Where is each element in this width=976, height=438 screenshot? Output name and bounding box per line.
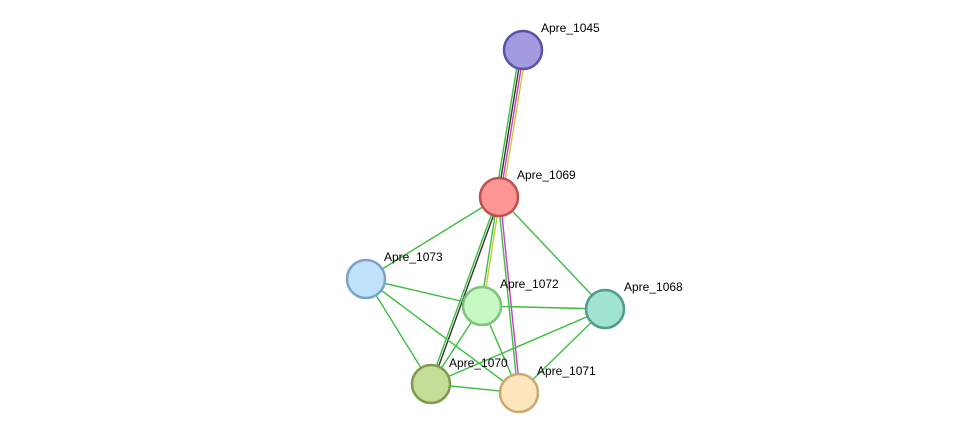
edge-apre1069-apre1073: [365, 196, 500, 280]
edge-line-green: [429, 196, 499, 384]
edge-apre1068-apre1070: [430, 308, 606, 385]
edge-line-magenta: [499, 50, 525, 198]
edge-line-green: [481, 305, 606, 310]
node-apre1070[interactable]: [410, 363, 452, 405]
edge-apre1069-apre1070: [429, 196, 501, 385]
node-apre1072[interactable]: [461, 285, 503, 327]
edge-line-green: [365, 196, 500, 280]
edge-line-green: [430, 308, 606, 385]
node-circle[interactable]: [461, 285, 503, 327]
edge-line-black: [431, 197, 501, 385]
edge-line-magenta: [499, 196, 521, 393]
edge-line-green: [495, 49, 521, 197]
edge-apre1073-apre1071: [365, 278, 520, 394]
edge-line-green: [497, 197, 519, 394]
node-label-apre1068: Apre_1068: [624, 280, 683, 294]
node-label-apre1072: Apre_1072: [500, 277, 559, 291]
edge-apre1069-apre1068: [498, 196, 606, 310]
node-apre1045[interactable]: [502, 29, 544, 71]
edge-apre1072-apre1068: [481, 305, 606, 310]
node-circle[interactable]: [478, 176, 520, 218]
node-apre1073[interactable]: [345, 258, 387, 300]
node-apre1068[interactable]: [584, 288, 626, 330]
node-circle[interactable]: [410, 363, 452, 405]
node-label-apre1073: Apre_1073: [384, 250, 443, 264]
node-apre1069[interactable]: [478, 176, 520, 218]
edge-apre1073-apre1070: [365, 278, 432, 385]
edge-line-green: [498, 196, 606, 310]
node-circle[interactable]: [498, 372, 540, 414]
node-circle[interactable]: [584, 288, 626, 330]
edge-line-yellow: [501, 50, 527, 198]
edge-apre1069-apre1071: [497, 196, 521, 394]
edge-line-green: [365, 278, 520, 394]
node-circle[interactable]: [345, 258, 387, 300]
edge-line-green: [365, 278, 432, 385]
node-label-apre1045: Apre_1045: [541, 21, 600, 35]
node-apre1071[interactable]: [498, 372, 540, 414]
nodes-layer: [345, 29, 626, 414]
node-circle[interactable]: [502, 29, 544, 71]
edge-line-black: [497, 49, 523, 197]
node-label-apre1071: Apre_1071: [537, 364, 596, 378]
edge-apre1045-apre1069: [495, 49, 527, 198]
node-label-apre1070: Apre_1070: [449, 356, 508, 370]
node-label-apre1069: Apre_1069: [517, 168, 576, 182]
edges-layer: [365, 49, 606, 394]
